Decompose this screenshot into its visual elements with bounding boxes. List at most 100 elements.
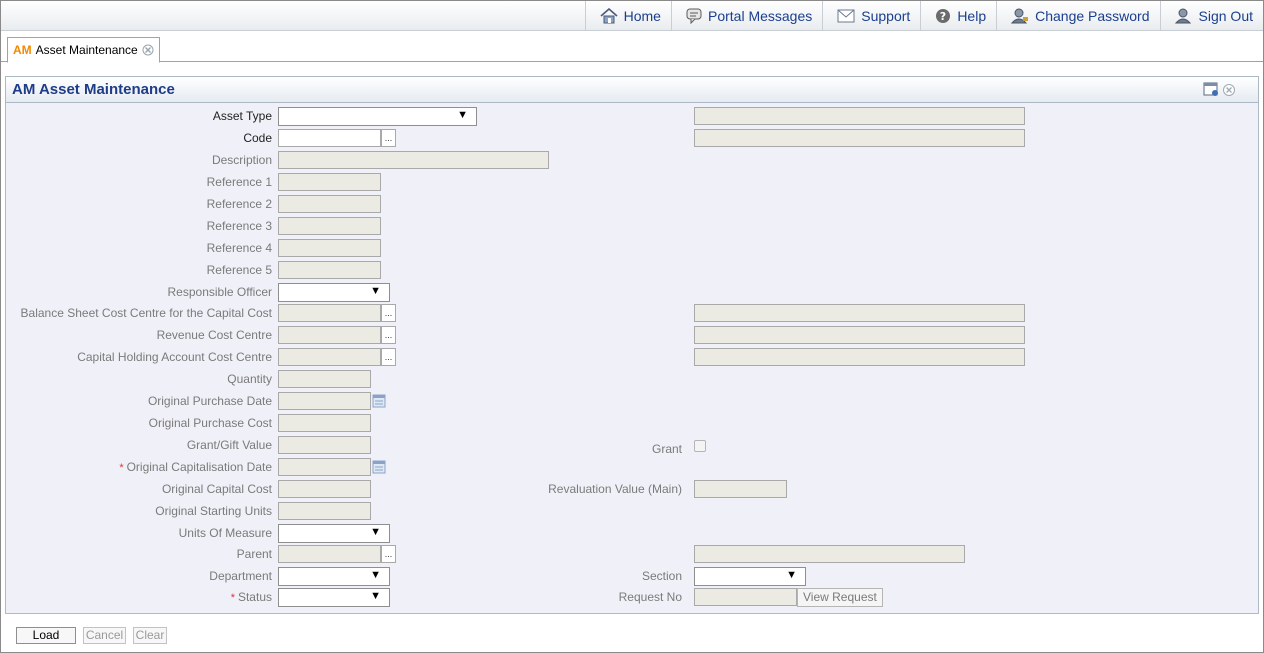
capital-holding-cc-input[interactable] xyxy=(278,348,381,366)
code-label: Code xyxy=(243,131,272,145)
asset-type-select[interactable]: ▼ xyxy=(278,107,477,126)
user-key-icon xyxy=(1011,8,1029,24)
reference5-input[interactable] xyxy=(278,261,381,279)
load-button[interactable]: Load xyxy=(16,627,76,644)
description-label: Description xyxy=(211,153,272,167)
close-panel-icon[interactable] xyxy=(1222,83,1236,97)
tab-prefix: AM xyxy=(13,43,32,57)
balance-sheet-cc-input[interactable] xyxy=(278,304,381,322)
nav-change-password-label: Change Password xyxy=(1035,8,1150,24)
user-signout-icon xyxy=(1174,8,1191,24)
close-icon[interactable] xyxy=(142,44,154,56)
parent-lookup-button[interactable]: ... xyxy=(381,545,396,563)
code-input[interactable] xyxy=(278,129,381,147)
reference1-label: Reference 1 xyxy=(206,175,272,189)
revenue-cc-lookup-button[interactable]: ... xyxy=(381,326,396,344)
balance-sheet-cc-label: Balance Sheet Cost Centre for the Capita… xyxy=(20,306,272,320)
chevron-down-icon: ▼ xyxy=(370,526,381,538)
nav-home-label: Home xyxy=(623,8,661,24)
reference1-input[interactable] xyxy=(278,173,381,191)
orig-purchase-cost-label: Original Purchase Cost xyxy=(148,416,272,430)
clear-button[interactable]: Clear xyxy=(133,627,167,644)
tab-asset-maintenance[interactable]: AM Asset Maintenance xyxy=(7,37,160,63)
status-label-text: Status xyxy=(237,590,272,604)
description-input[interactable] xyxy=(278,151,549,169)
chevron-down-icon: ▼ xyxy=(370,285,381,297)
reference4-label: Reference 4 xyxy=(206,241,272,255)
reference2-label: Reference 2 xyxy=(206,197,272,211)
reference4-input[interactable] xyxy=(278,239,381,257)
calendar-icon[interactable] xyxy=(372,460,386,474)
parent-description xyxy=(694,545,965,563)
message-icon xyxy=(686,8,702,24)
grant-label: Grant xyxy=(651,442,682,456)
reference5-label: Reference 5 xyxy=(206,263,272,277)
nav-home[interactable]: Home xyxy=(584,1,671,31)
tab-strip: AM Asset Maintenance xyxy=(1,31,1263,63)
orig-purchase-cost-input[interactable] xyxy=(278,414,371,432)
orig-starting-units-input[interactable] xyxy=(278,502,371,520)
units-of-measure-select[interactable]: ▼ xyxy=(278,524,390,543)
status-label: *Status xyxy=(5,588,272,607)
status-select[interactable]: ▼ xyxy=(278,588,390,607)
view-request-button[interactable]: View Request xyxy=(797,588,883,607)
capital-holding-cc-label: Capital Holding Account Cost Centre xyxy=(77,350,272,364)
required-marker: * xyxy=(230,592,235,604)
nav-help-label: Help xyxy=(957,8,987,24)
orig-capital-cost-input[interactable] xyxy=(278,480,371,498)
asset-maintenance-panel: AM Asset Maintenance xyxy=(5,76,1259,614)
top-nav: Home Portal Messages Support ? Help Chan… xyxy=(1,1,1263,31)
orig-capital-cost-label: Original Capital Cost xyxy=(161,482,272,496)
nav-sign-out[interactable]: Sign Out xyxy=(1159,1,1263,31)
code-description xyxy=(694,129,1025,147)
section-select[interactable]: ▼ xyxy=(694,567,806,586)
balance-sheet-cc-description xyxy=(694,304,1025,322)
svg-text:?: ? xyxy=(940,10,946,23)
capital-holding-cc-description xyxy=(694,348,1025,366)
quantity-label: Quantity xyxy=(227,372,272,386)
home-icon xyxy=(600,8,618,24)
top-nav-links: Home Portal Messages Support ? Help Chan… xyxy=(584,1,1263,31)
cancel-button[interactable]: Cancel xyxy=(83,627,126,644)
revaluation-value-input[interactable] xyxy=(694,480,787,498)
code-lookup-button[interactable]: ... xyxy=(381,129,396,147)
balance-sheet-cc-lookup-button[interactable]: ... xyxy=(381,304,396,322)
parent-input[interactable] xyxy=(278,545,381,563)
required-marker: * xyxy=(119,462,124,474)
capital-holding-cc-lookup-button[interactable]: ... xyxy=(381,348,396,366)
nav-portal-messages-label: Portal Messages xyxy=(707,8,813,24)
orig-capitalisation-date-input[interactable] xyxy=(278,458,371,476)
orig-capitalisation-date-text: Original Capitalisation Date xyxy=(126,460,272,474)
nav-change-password[interactable]: Change Password xyxy=(996,1,1159,31)
nav-help[interactable]: ? Help xyxy=(920,1,996,31)
revenue-cc-label: Revenue Cost Centre xyxy=(156,328,272,342)
responsible-officer-select[interactable]: ▼ xyxy=(278,283,390,302)
chevron-down-icon: ▼ xyxy=(457,109,468,121)
panel-title: AM Asset Maintenance xyxy=(12,81,175,98)
orig-purchase-date-input[interactable] xyxy=(278,392,371,410)
asset-type-description xyxy=(694,107,1025,125)
revenue-cc-input[interactable] xyxy=(278,326,381,344)
asset-type-label: Asset Type xyxy=(212,109,272,123)
nav-support[interactable]: Support xyxy=(822,1,920,31)
department-select[interactable]: ▼ xyxy=(278,567,390,586)
calendar-icon[interactable] xyxy=(372,394,386,408)
reference3-input[interactable] xyxy=(278,217,381,235)
reference3-label: Reference 3 xyxy=(206,219,272,233)
parent-label: Parent xyxy=(236,547,272,561)
grant-gift-value-label: Grant/Gift Value xyxy=(186,438,272,452)
quantity-input[interactable] xyxy=(278,370,371,388)
grant-gift-value-input[interactable] xyxy=(278,436,371,454)
chevron-down-icon: ▼ xyxy=(786,569,797,581)
revenue-cc-description xyxy=(694,326,1025,344)
revaluation-value-label: Revaluation Value (Main) xyxy=(548,482,682,496)
nav-support-label: Support xyxy=(861,8,911,24)
nav-portal-messages[interactable]: Portal Messages xyxy=(670,1,822,31)
tab-title: Asset Maintenance xyxy=(35,43,138,57)
units-of-measure-label: Units Of Measure xyxy=(178,526,272,540)
help-icon: ? xyxy=(936,9,951,23)
reference2-input[interactable] xyxy=(278,195,381,213)
grant-checkbox[interactable] xyxy=(694,440,706,452)
request-no-input[interactable] xyxy=(694,588,797,606)
window-icon[interactable] xyxy=(1203,81,1219,97)
